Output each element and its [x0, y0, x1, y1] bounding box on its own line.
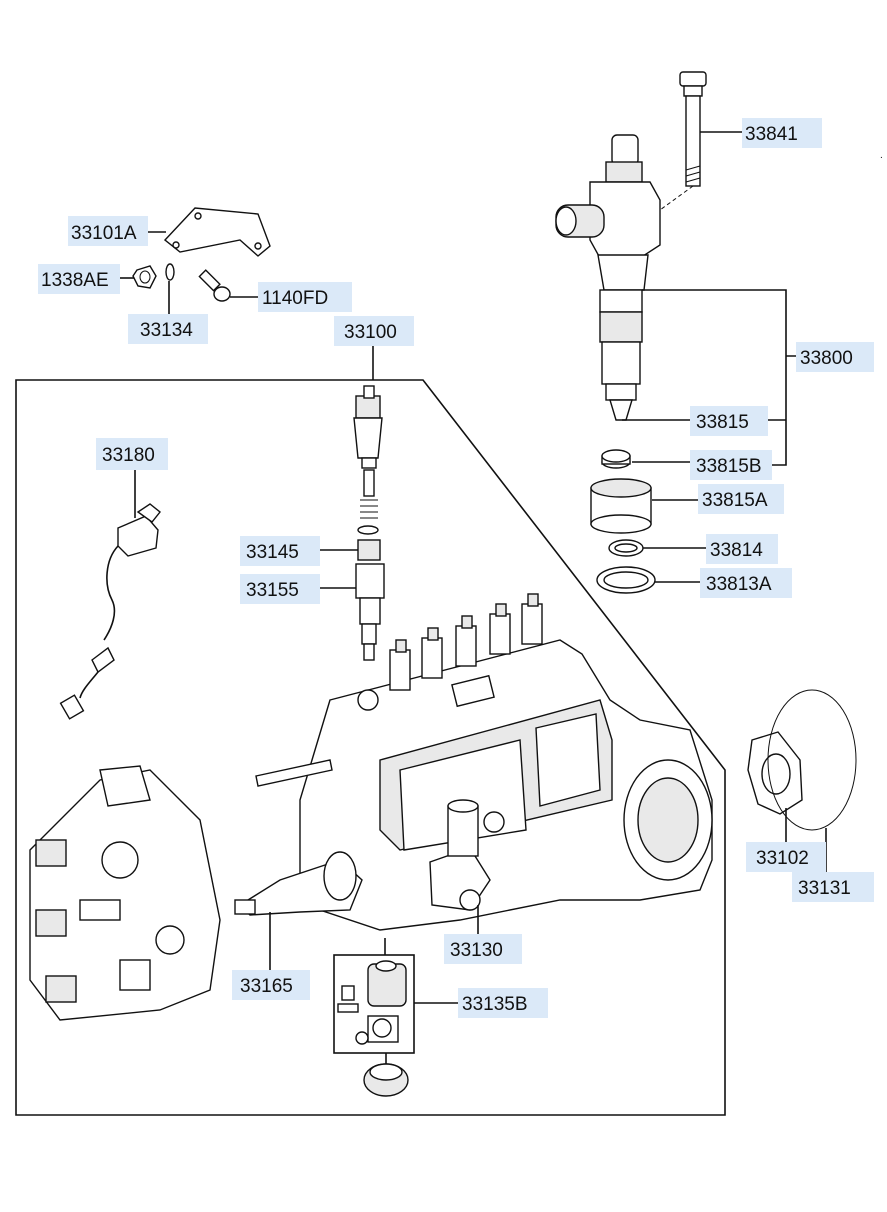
bolt-axis-dashed	[659, 185, 694, 211]
svg-text:33130: 33130	[450, 940, 503, 961]
nozzle-holder-sleeve-33815a	[590, 478, 652, 534]
svg-text:33815: 33815	[696, 412, 749, 433]
label-33813a[interactable]: 33813A	[700, 568, 792, 598]
bolt-1140fd	[198, 269, 231, 302]
label-1140fd[interactable]: 1140FD	[258, 282, 352, 312]
nozzle-washer-33815b	[601, 449, 631, 469]
svg-text:33101A: 33101A	[71, 223, 137, 244]
nut-1338ae	[132, 265, 157, 289]
svg-text:33813A: 33813A	[706, 574, 772, 595]
gasket-33814	[608, 539, 644, 557]
leader-33800-bracket	[642, 289, 796, 466]
svg-text:33100: 33100	[344, 322, 397, 343]
svg-text:33815B: 33815B	[696, 456, 762, 477]
svg-text:33155: 33155	[246, 580, 299, 601]
svg-text:33814: 33814	[710, 540, 763, 561]
assembly-frame	[15, 379, 726, 1116]
sensor-33180	[59, 503, 161, 720]
label-33130[interactable]: 33130	[444, 934, 522, 964]
delivery-valve-stack	[353, 385, 385, 661]
label-33145[interactable]: 33145	[240, 536, 320, 566]
delivery-valve-holders	[389, 593, 543, 691]
valve-parts-33135b	[337, 960, 409, 1097]
label-33814[interactable]: 33814	[706, 534, 778, 564]
label-33134[interactable]: 33134	[128, 314, 208, 344]
svg-text:33815A: 33815A	[702, 490, 768, 511]
injection-pump-body	[234, 639, 713, 931]
washer-33134	[165, 263, 175, 281]
injector-nozzle-drawing	[555, 134, 661, 421]
svg-text:33135B: 33135B	[462, 994, 528, 1015]
label-33800[interactable]: 33800	[796, 342, 874, 372]
svg-text:33102: 33102	[756, 848, 809, 869]
svg-text:33800: 33800	[800, 348, 853, 369]
label-33841[interactable]: 33841	[742, 118, 822, 148]
inset-frame-33135b	[333, 954, 415, 1054]
label-33815b[interactable]: 33815B	[690, 450, 772, 480]
coupling-33102	[747, 731, 803, 815]
label-33131[interactable]: 33131	[792, 872, 874, 902]
label-33155[interactable]: 33155	[240, 574, 320, 604]
injector-bolt-drawing	[679, 71, 707, 187]
svg-text:33145: 33145	[246, 542, 299, 563]
svg-text:1140FD: 1140FD	[262, 288, 328, 309]
label-33815[interactable]: 33815	[690, 406, 768, 436]
svg-text:33841: 33841	[745, 124, 798, 145]
label-33100[interactable]: 33100	[334, 316, 414, 346]
label-33102[interactable]: 33102	[746, 842, 826, 872]
gasket-33131	[767, 689, 857, 831]
label-33180[interactable]: 33180	[96, 438, 168, 470]
label-33135b[interactable]: 33135B	[458, 988, 548, 1018]
svg-text:33131: 33131	[798, 878, 851, 899]
edge-mark: .	[880, 150, 883, 161]
alternate-pump-view	[29, 765, 221, 1021]
label-33101a[interactable]: 33101A	[68, 216, 148, 246]
svg-text:33165: 33165	[240, 976, 293, 997]
label-1338ae[interactable]: 1338AE	[38, 264, 120, 294]
svg-text:1338AE: 1338AE	[41, 270, 109, 291]
label-33815a[interactable]: 33815A	[698, 484, 784, 514]
svg-text:33134: 33134	[140, 320, 193, 341]
gasket-33813a	[596, 566, 656, 594]
label-33165[interactable]: 33165	[232, 970, 310, 1000]
bracket-33101a	[163, 207, 271, 257]
svg-text:33180: 33180	[102, 445, 155, 466]
